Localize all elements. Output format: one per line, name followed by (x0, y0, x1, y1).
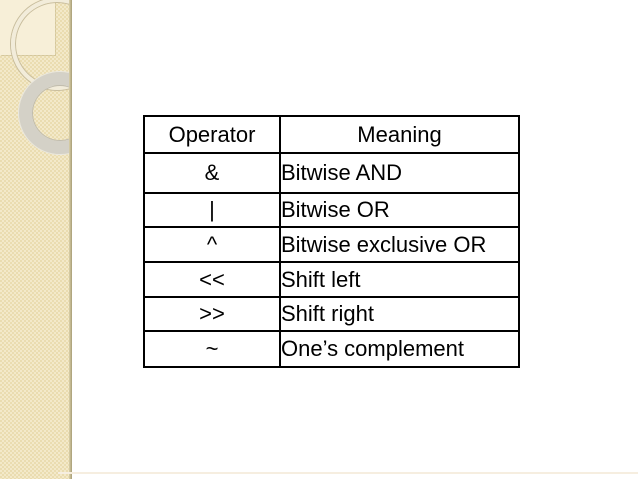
table-header-row: Operator Meaning (143, 115, 520, 154)
slide-bottom-line (58, 472, 638, 474)
meaning-cell: Bitwise OR (279, 192, 520, 228)
operator-cell: ^ (143, 226, 281, 263)
table-row: << Shift left (143, 261, 520, 298)
table-row: | Bitwise OR (143, 192, 520, 228)
table-row: ^ Bitwise exclusive OR (143, 226, 520, 263)
operator-column-header: Operator (143, 115, 281, 154)
operators-table: Operator Meaning & Bitwise AND | Bitwise… (143, 115, 520, 368)
operator-cell: << (143, 261, 281, 298)
thick-ring-ornament-icon (19, 72, 72, 154)
operator-cell: & (143, 152, 281, 194)
meaning-column-header: Meaning (279, 115, 520, 154)
table-row: >> Shift right (143, 296, 520, 332)
operator-cell: ~ (143, 330, 281, 368)
meaning-cell: Shift right (279, 296, 520, 332)
table-row: & Bitwise AND (143, 152, 520, 194)
sidebar-edge-line (69, 0, 72, 479)
operator-cell: >> (143, 296, 281, 332)
meaning-cell: Bitwise exclusive OR (279, 226, 520, 263)
sidebar-decoration (0, 0, 72, 479)
meaning-cell: One’s complement (279, 330, 520, 368)
table-row: ~ One’s complement (143, 330, 520, 368)
meaning-cell: Bitwise AND (279, 152, 520, 194)
meaning-cell: Shift left (279, 261, 520, 298)
operator-cell: | (143, 192, 281, 228)
